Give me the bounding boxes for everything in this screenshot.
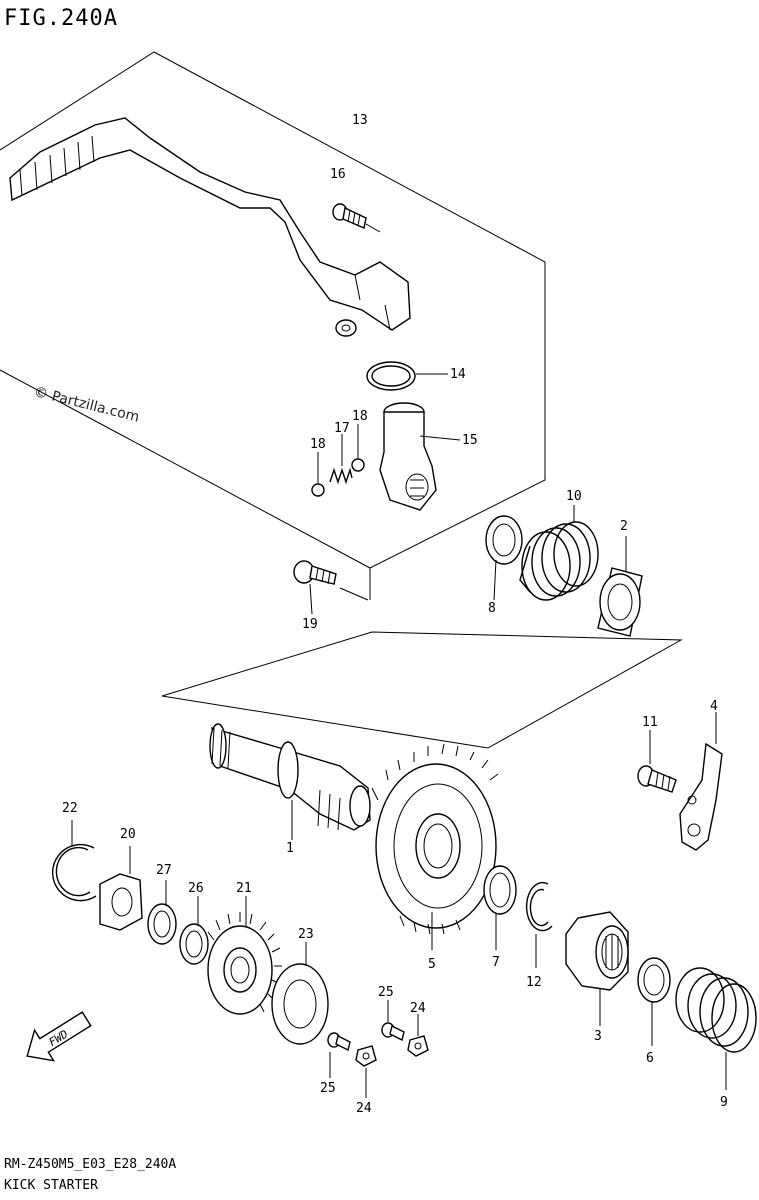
callout-24b: 24 [410,1001,426,1016]
callout-25a: 25 [320,1081,336,1096]
callout-17: 17 [334,421,350,436]
assembly-box-upper [0,51,546,569]
callout-16: 16 [330,167,346,182]
callout-15: 15 [462,433,478,448]
callout-5: 5 [428,957,436,972]
spring-9[interactable] [675,967,757,1090]
callout-27: 27 [156,863,172,878]
callout-9: 9 [720,1095,728,1110]
retainer-20[interactable] [99,846,143,931]
callout-2: 2 [620,519,628,534]
washer-6[interactable] [637,957,671,1046]
callout-8: 8 [488,601,496,616]
bolt-19[interactable] [293,560,337,615]
callout-24a: 24 [356,1101,372,1116]
callout-12: 12 [526,975,542,990]
washer-24b[interactable] [407,1014,429,1057]
bolt-16[interactable] [332,203,381,233]
kick-gear-5[interactable] [371,743,499,950]
figure-title: FIG.240A [4,6,118,31]
ball-18a[interactable] [311,452,325,497]
bolt-25b[interactable] [381,1000,405,1042]
o-ring-14[interactable] [366,361,448,391]
callout-13: 13 [352,113,368,128]
circlip-12[interactable] [525,881,553,968]
bolt-11[interactable] [637,730,677,793]
callout-19: 19 [302,617,318,632]
callout-18a: 18 [310,437,326,452]
washer-27[interactable] [147,880,177,945]
ratchet-3[interactable] [565,911,629,1026]
spring-17[interactable] [329,434,353,485]
callout-23: 23 [298,927,314,942]
section-name: KICK STARTER [4,1178,98,1193]
callout-21: 21 [236,881,252,896]
bolt-25a[interactable] [327,1032,351,1078]
kick-spring-10[interactable] [519,505,599,601]
callout-7: 7 [492,955,500,970]
fwd-arrow-icon: FWD [26,1011,92,1062]
washer-23[interactable] [271,942,329,1045]
callout-1: 1 [286,841,294,856]
washer-7[interactable] [483,865,517,950]
circlip-22[interactable] [51,820,97,902]
callout-3: 3 [594,1029,602,1044]
callout-18b: 18 [352,409,368,424]
guide-plate-2[interactable] [597,536,643,637]
kick-lever[interactable] [9,117,411,337]
callout-14: 14 [450,367,466,382]
callout-26: 26 [188,881,204,896]
callout-22: 22 [62,801,78,816]
callout-25b: 25 [378,985,394,1000]
callout-11: 11 [642,715,658,730]
plate-4[interactable] [679,712,723,851]
kick-boss-15[interactable] [379,402,461,511]
model-code: RM-Z450M5_E03_E28_240A [4,1157,177,1172]
idle-gear-21[interactable] [207,896,282,1015]
callout-4: 4 [710,699,718,714]
washer-8[interactable] [485,515,523,601]
assembly-box-lower [161,631,683,749]
ball-18b[interactable] [351,424,365,472]
washer-24a[interactable] [355,1045,377,1098]
callout-20: 20 [120,827,136,842]
kick-shaft-1[interactable] [209,723,371,840]
callout-6: 6 [646,1051,654,1066]
washer-26[interactable] [179,896,209,965]
callout-10: 10 [566,489,582,504]
